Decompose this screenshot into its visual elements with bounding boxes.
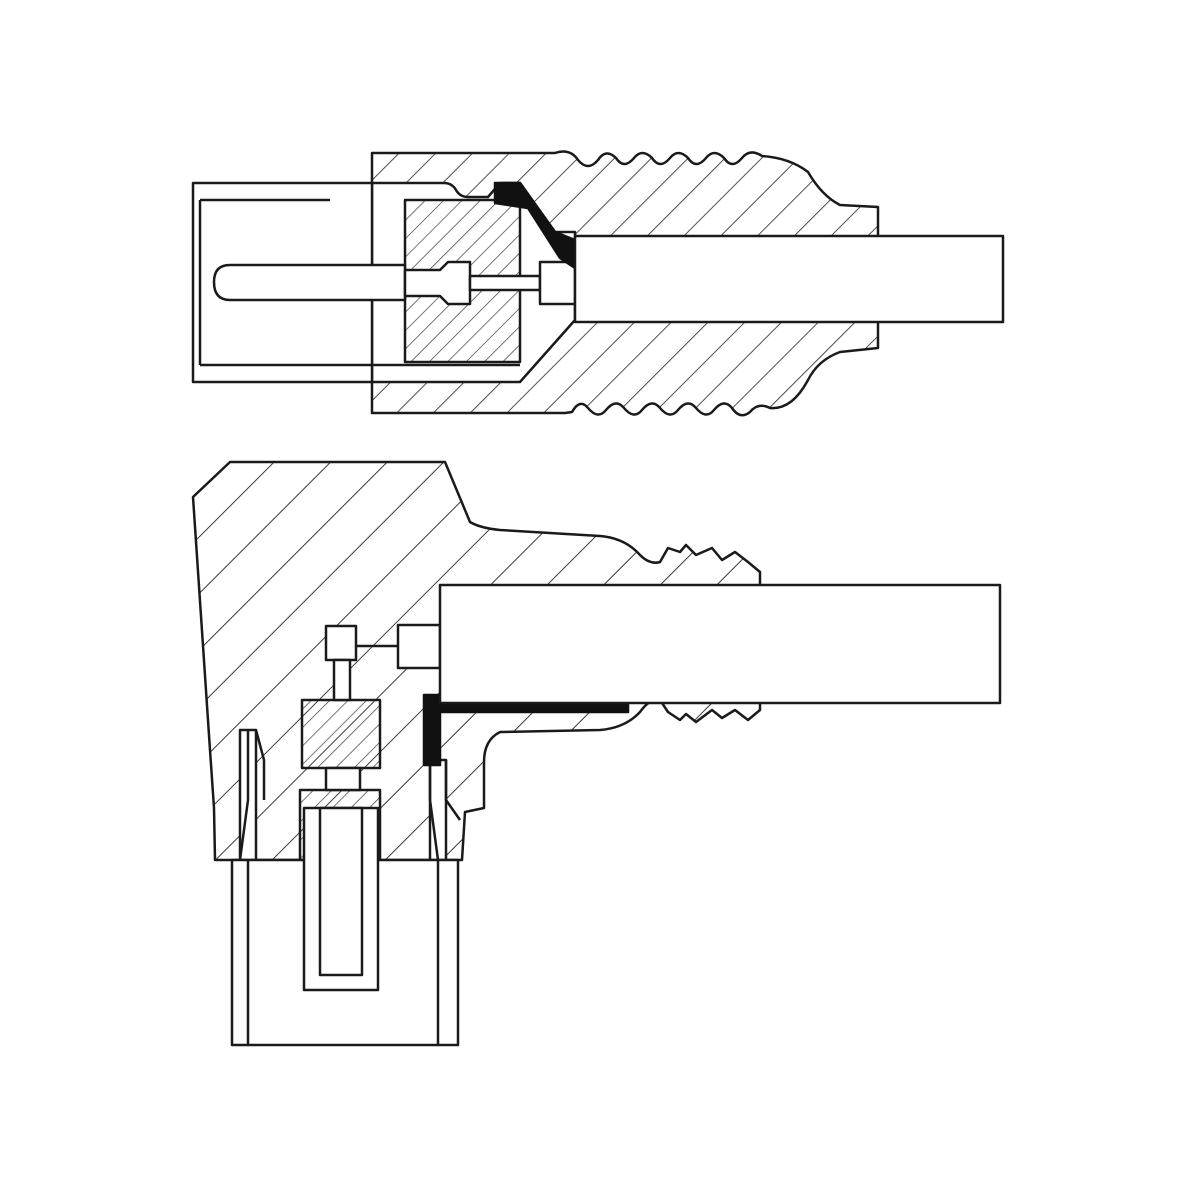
angle-contact-head [324, 624, 358, 662]
angle-cable [438, 583, 1002, 705]
angle-contact-neck [332, 658, 352, 702]
right-angle-connector [191, 460, 1002, 1047]
straight-pin-shank [403, 260, 472, 306]
straight-connector [191, 150, 1005, 417]
angle-insulator [300, 698, 382, 770]
angle-right-sleeve-arm [428, 760, 462, 861]
angle-left-sleeve-arm [238, 729, 266, 861]
straight-pin-tail [468, 274, 542, 292]
straight-solder-cup [538, 260, 577, 306]
straight-cable [573, 234, 1005, 324]
angle-socket-contact-inner [318, 806, 364, 977]
angle-solder-cup [396, 623, 442, 670]
angle-contact-stem [324, 766, 362, 792]
straight-center-pin [212, 263, 407, 302]
